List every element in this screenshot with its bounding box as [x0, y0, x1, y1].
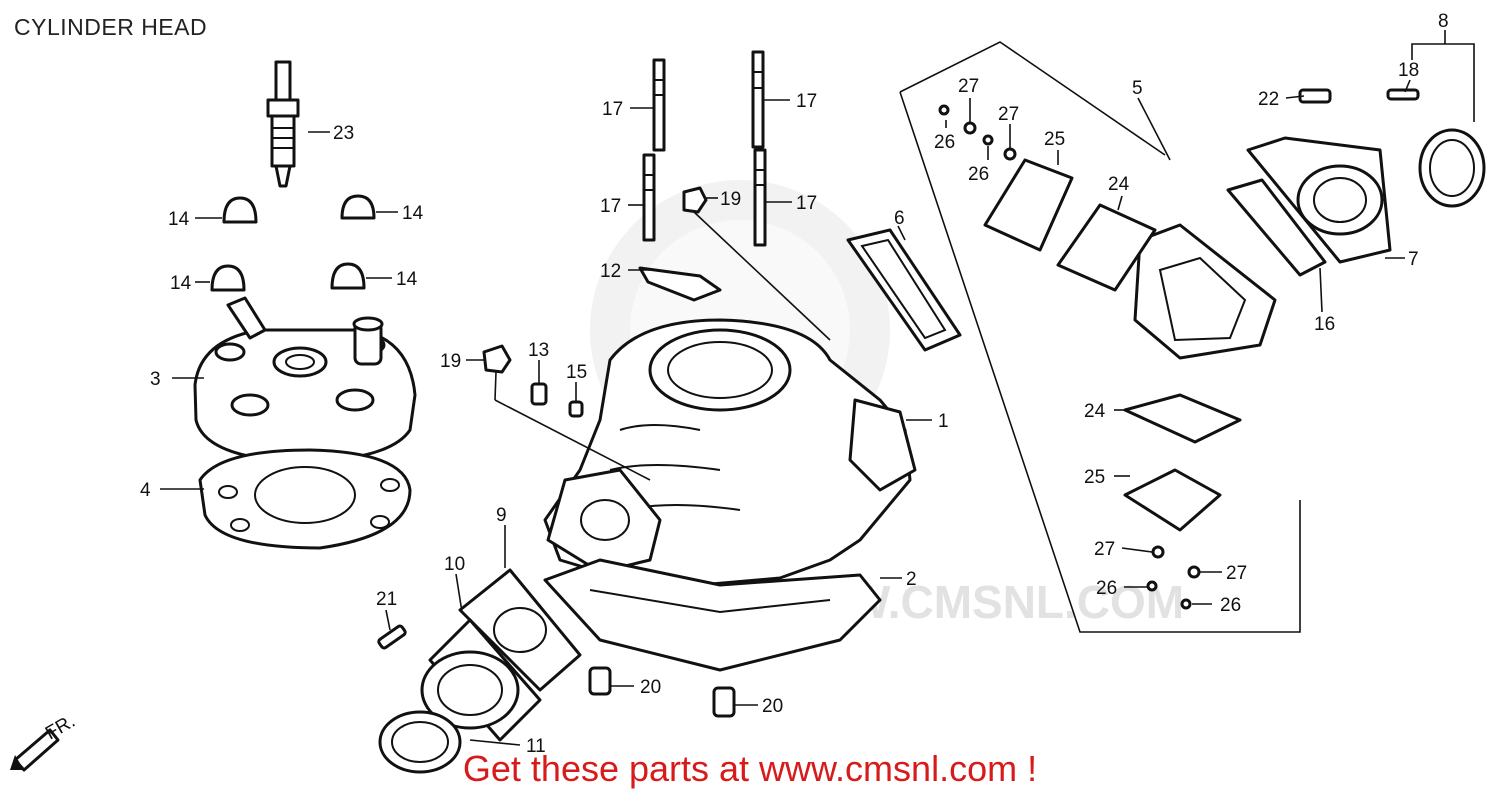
callout-20-a: 20	[640, 677, 661, 698]
callout-26-a: 26	[934, 132, 955, 153]
callout-numbers: 23 14 14 14 14 3 4 17 17 17 17 19 19 12 …	[140, 11, 1449, 757]
callout-26-b: 26	[968, 164, 989, 185]
reed-petals	[983, 158, 1242, 532]
callout-7: 7	[1408, 249, 1419, 270]
callout-17-c: 17	[600, 196, 621, 217]
cylinder-head	[193, 296, 417, 464]
callout-16: 16	[1314, 314, 1335, 335]
callout-11: 11	[526, 736, 546, 757]
callout-2: 2	[906, 569, 917, 590]
dowel-pins	[588, 666, 736, 718]
callout-13: 13	[528, 340, 549, 361]
page-title: CYLINDER HEAD	[14, 14, 208, 40]
leader-lines	[160, 30, 1475, 746]
callout-9: 9	[496, 505, 507, 526]
reed-valve-group-outline	[899, 41, 1301, 633]
intake-band	[1298, 88, 1486, 208]
callout-4: 4	[140, 480, 151, 501]
callout-14-d: 14	[396, 269, 418, 290]
cylinder	[543, 318, 917, 587]
callout-27-b: 27	[998, 104, 1019, 125]
studs	[642, 50, 767, 247]
callout-19-a: 19	[720, 189, 741, 210]
callout-22: 22	[1258, 89, 1279, 110]
callout-17-b: 17	[796, 91, 817, 112]
callout-27-d: 27	[1226, 563, 1247, 584]
reed-gasket	[846, 228, 962, 352]
callout-19-b: 19	[440, 351, 461, 372]
callout-18: 18	[1398, 60, 1419, 81]
callout-23: 23	[333, 123, 354, 144]
callout-27-c: 27	[1094, 539, 1115, 560]
cylinder-base-gasket	[543, 558, 882, 672]
promo-banner-link[interactable]: Get these parts at www.cmsnl.com !	[462, 748, 1038, 789]
callout-17-d: 17	[796, 193, 817, 214]
callout-20-b: 20	[762, 696, 783, 717]
callout-5: 5	[1132, 78, 1143, 99]
callout-21: 21	[376, 589, 397, 610]
exhaust-parts	[377, 568, 582, 774]
callout-27-a: 27	[958, 76, 979, 97]
callout-10: 10	[444, 554, 465, 575]
intake-joint	[1226, 136, 1392, 277]
callout-17-a: 17	[602, 99, 623, 120]
callout-3: 3	[150, 369, 161, 390]
callout-25-b: 25	[1084, 467, 1105, 488]
callout-6: 6	[894, 208, 905, 229]
callout-26-c: 26	[1096, 578, 1117, 599]
cap-nuts	[210, 194, 376, 292]
callout-1: 1	[938, 411, 949, 432]
reed-valve	[1133, 223, 1277, 360]
callout-14-a: 14	[168, 209, 190, 230]
callout-26-d: 26	[1220, 595, 1241, 616]
callout-15: 15	[566, 362, 587, 383]
callout-24-a: 24	[1108, 174, 1130, 195]
reed-screws	[938, 104, 1201, 610]
head-gasket	[198, 448, 412, 550]
callout-24-b: 24	[1084, 401, 1106, 422]
spark-plug	[266, 60, 300, 188]
callout-14-c: 14	[170, 273, 192, 294]
callout-25-a: 25	[1044, 129, 1065, 150]
callout-12: 12	[600, 261, 621, 282]
callout-8: 8	[1438, 11, 1449, 32]
callout-14-b: 14	[402, 203, 424, 224]
